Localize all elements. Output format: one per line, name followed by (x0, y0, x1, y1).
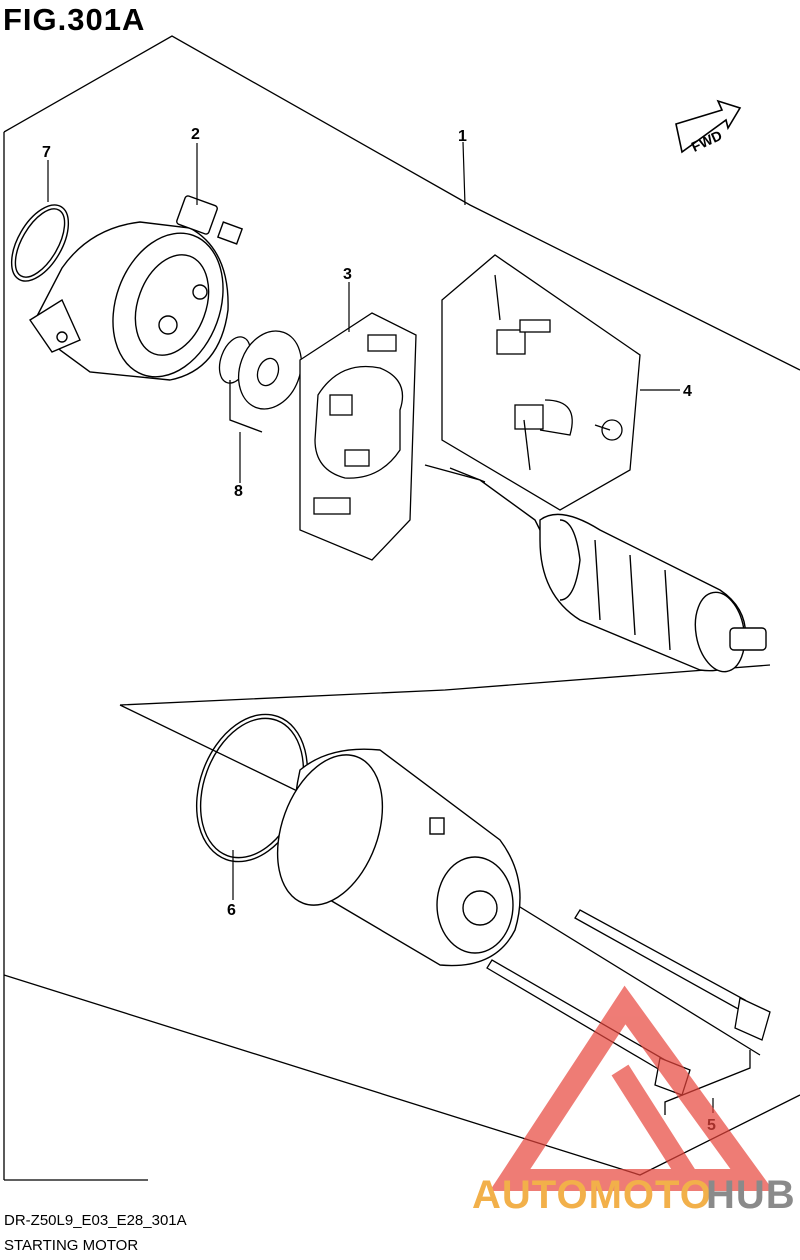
callout-1: 1 (458, 128, 467, 145)
callout-3: 3 (343, 266, 352, 283)
brush-set-part (441, 254, 641, 511)
callout-8: 8 (234, 483, 243, 500)
yoke-part (276, 748, 521, 967)
washer-part (218, 330, 302, 433)
callout-6: 6 (227, 902, 236, 919)
leader-lines (47, 141, 714, 1113)
watermark-text-2: HUB (706, 1173, 796, 1217)
armature-part (424, 464, 767, 673)
callout-2: 2 (191, 126, 200, 143)
callout-4: 4 (683, 383, 692, 400)
watermark-logo-icon (489, 985, 774, 1191)
watermark-text-1: AUTOMOTO (472, 1173, 712, 1217)
brush-holder-part (299, 312, 417, 561)
figure-description: STARTING MOTOR (4, 1237, 139, 1254)
callout-7: 7 (42, 144, 51, 161)
motor-housing-part (29, 195, 244, 381)
o-ring-part (10, 204, 70, 282)
figure-code: DR-Z50L9_E03_E28_301A (4, 1212, 187, 1229)
fwd-arrow-icon: FWD (675, 99, 742, 155)
figure-title: FIG.301A (3, 2, 146, 37)
